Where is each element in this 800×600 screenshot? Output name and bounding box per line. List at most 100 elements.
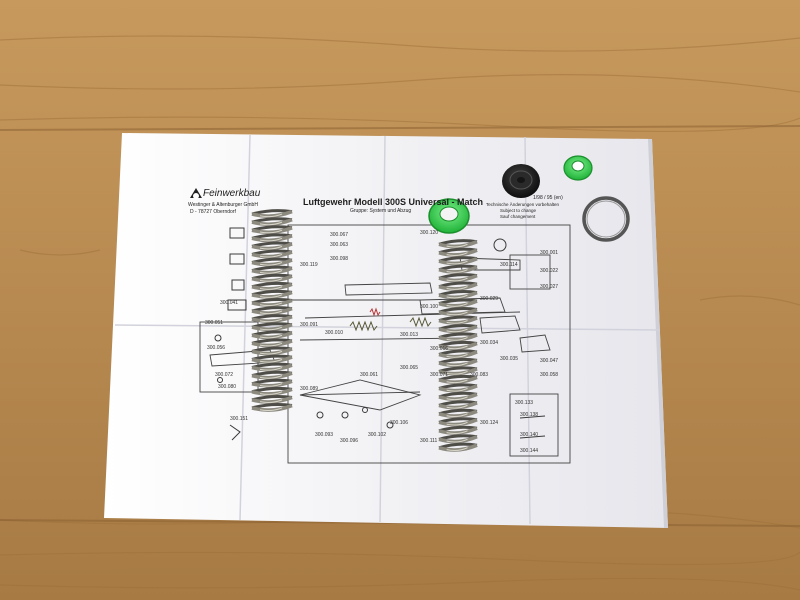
part-number-label: 300.120 [420,230,439,236]
spring-coil-highlight [446,379,468,384]
spring-coil-highlight [446,421,468,426]
spring-coil-highlight [259,253,283,258]
part-number-label: 300.034 [480,340,499,346]
spring-coil-highlight [259,286,283,290]
company-line-1: Westinger & Altenburger GmbH [188,202,258,208]
part-number-label: 300.091 [300,322,319,328]
spring-coil-highlight [446,345,468,350]
part-number-label: 300.119 [300,262,318,268]
green-piston-seal-large [428,198,470,234]
part-number-label: 300.061 [360,372,379,378]
revision-date: 1/98 / 95 (en) [533,195,563,201]
spring-coil-highlight [446,447,468,451]
spring-coil-highlight [259,399,283,403]
spring-coil-highlight [446,294,468,299]
part-number-label: 300.029 [480,296,499,302]
part-number-label: 300.010 [325,330,344,336]
parts-diagram-sheet [104,133,668,528]
spring-coil-highlight [259,262,283,266]
spring-coil-highlight [259,278,283,282]
spring-coil-highlight [446,387,468,392]
part-number-label: 300.071 [430,372,449,378]
spring-coil-highlight [259,367,283,371]
diagram-small-parts [214,227,546,441]
brand-name: Feinwerkbau [203,188,261,199]
sheet-folds [114,134,661,525]
part-number-label: 300.106 [390,420,409,426]
spring-coil-highlight [446,252,468,256]
note-line-1: Technische Änderungen vorbehalten [486,202,560,207]
part-number-label: 300.083 [470,372,489,378]
note-line-2: Subject to change [500,208,537,213]
right-mainspring [438,239,478,452]
part-number-label: 300.098 [330,256,349,262]
part-number-label: 300.051 [205,320,224,326]
part-number-label: 300.063 [330,242,349,248]
part-number-label: 300.047 [540,358,559,364]
part-number-label: 300.093 [315,432,334,438]
spring-coil-highlight [446,337,468,341]
part-number-label: 300.100 [420,304,439,310]
spring-coil-highlight [446,370,468,375]
spring-coil-highlight [259,383,283,387]
spring-coil-highlight [259,391,283,395]
spring-coil-highlight [259,310,283,315]
part-number-label: 300.144 [520,448,539,454]
diagram-subtitle: Gruppe: System und Abzug [350,208,412,214]
part-number-label: 300.056 [207,345,226,351]
spring-coil-highlight [259,375,283,379]
part-number-label: 300.001 [540,250,559,256]
wood-grain [0,35,800,591]
part-number-label: 300.089 [300,386,319,392]
spring-coil-highlight [446,269,468,273]
part-number-label: 300.133 [515,400,534,406]
part-number-label: 300.140 [520,432,539,438]
spring-coil-highlight [259,294,283,298]
part-number-label: 300.138 [520,412,539,418]
spring-coil-highlight [259,237,283,242]
spring-coil-highlight [446,362,468,367]
spring-coil-highlight [446,328,468,333]
spring-coil-highlight [259,334,283,339]
spring-coil-highlight [259,407,283,412]
note-line-3: Sauf changement [500,214,536,219]
spring-coil-highlight [446,354,468,358]
diagram-title: Luftgewehr Modell 300S Universal - Match [303,197,484,207]
spring-coil-highlight [259,229,283,234]
spring-coil-highlight [259,326,283,331]
spring-coil-highlight [446,404,468,409]
spring-coil-highlight [446,303,468,307]
spring-coil-highlight [259,213,283,218]
spring-coil-highlight [446,277,468,282]
spring-coil-highlight [259,342,283,347]
part-number-label: 300.013 [400,332,419,338]
spring-coil-highlight [446,311,468,316]
part-number-label: 300.041 [220,300,239,306]
spring-coil-highlight [259,302,283,307]
diagram-small-springs [349,307,432,332]
part-number-label: 300.080 [218,384,237,390]
spring-coil-highlight [259,245,283,250]
part-number-label: 300.027 [540,284,559,290]
part-number-label: 300.114 [500,262,518,268]
left-mainspring [251,209,293,412]
part-number-label: 300.124 [480,420,499,426]
spring-coil-highlight [259,318,283,323]
spring-coil-highlight [446,260,468,265]
part-number-label: 300.065 [400,365,419,371]
part-number-label: 300.058 [540,372,559,378]
part-number-label: 300.111 [420,438,438,444]
spring-coil-highlight [259,270,283,274]
green-seal-small [563,155,593,181]
spring-coil-highlight [446,286,468,290]
sheet-shadow-edge [648,139,668,528]
black-piston-seal [502,164,540,198]
spring-coil-highlight [446,430,468,435]
part-number-label: 300.067 [330,232,349,238]
spring-coil-highlight [259,359,283,363]
part-number-label: 300.072 [215,372,234,378]
part-number-label: 300.102 [368,432,387,438]
spring-coil-highlight [259,350,283,355]
spring-coil-highlight [446,243,468,248]
